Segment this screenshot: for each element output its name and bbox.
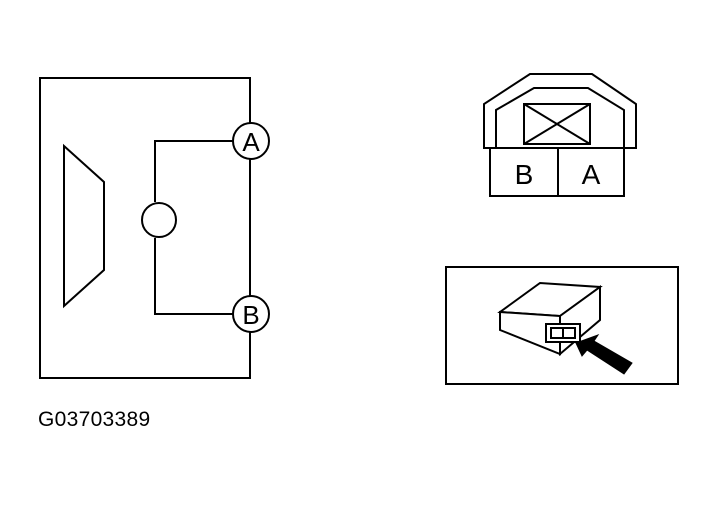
terminal-a-label: A — [242, 127, 260, 157]
wire-lower — [154, 238, 233, 315]
lock-tab-cross-2 — [523, 103, 591, 145]
component-schematic — [39, 77, 251, 379]
connector-face — [483, 73, 637, 197]
connector-shell — [483, 73, 637, 149]
location-view — [445, 266, 679, 385]
connector-pin-left-label: B — [515, 159, 534, 190]
connector-inner-rim — [495, 87, 625, 148]
pin-cavity-right — [557, 147, 625, 197]
connector-lock-tab — [523, 103, 591, 145]
figure-id: G03703389 — [38, 408, 151, 431]
terminal-b: B — [232, 295, 270, 333]
arrow-up-left-icon — [575, 334, 633, 375]
terminal-b-label: B — [242, 300, 259, 330]
location-view-frame — [445, 266, 679, 385]
horn-symbol — [63, 143, 105, 309]
schematic-housing — [39, 77, 251, 379]
pin-cavity-left — [489, 147, 559, 197]
coil-symbol — [141, 202, 177, 238]
wire-upper — [154, 140, 233, 202]
connector-pin-right-label: A — [582, 159, 601, 190]
terminal-a: A — [232, 122, 270, 160]
